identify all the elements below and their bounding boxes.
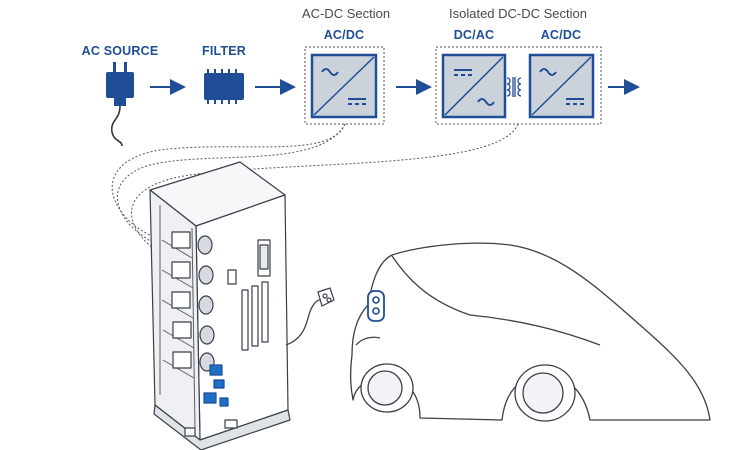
- charging-cable: [285, 299, 321, 346]
- acdc-section-frame: [304, 46, 385, 125]
- converter-block-icon: [528, 53, 595, 119]
- electric-car-illustration: [349, 242, 711, 422]
- filter-label: FILTER: [201, 44, 247, 58]
- charging-station-illustration: [149, 161, 291, 450]
- charging-plug-icon: [317, 287, 335, 307]
- charging-port-icon: [367, 290, 385, 322]
- acdc-block-label: AC/DC: [323, 28, 365, 42]
- acdc2-block-label: AC/DC: [540, 28, 582, 42]
- converter-block-icon: [441, 53, 507, 119]
- acdc-section-title: AC-DC Section: [301, 6, 391, 21]
- transformer-icon: [506, 77, 522, 97]
- isolated-section-title: Isolated DC-DC Section: [449, 6, 587, 21]
- chip-icon: [204, 69, 244, 104]
- converter-block-icon: [310, 53, 378, 119]
- ac-source-label: AC SOURCE: [81, 44, 159, 58]
- dcac-block-label: DC/AC: [453, 28, 495, 42]
- callout-lines: [111, 123, 519, 263]
- plug-icon: [106, 62, 134, 147]
- isolated-section-frame: [435, 46, 602, 125]
